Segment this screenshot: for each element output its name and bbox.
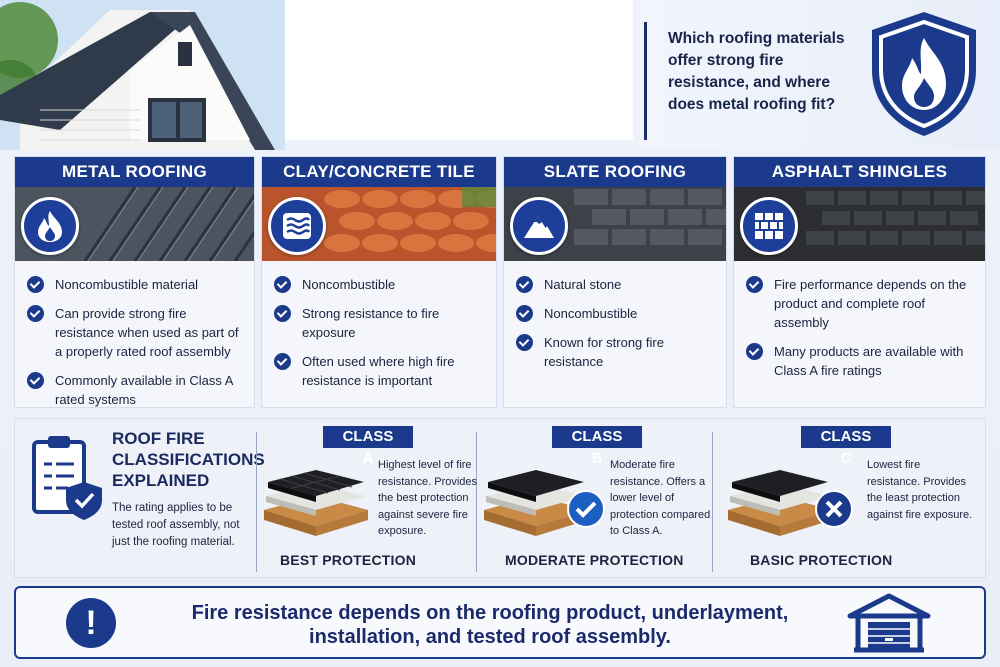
- blank-panel: [285, 0, 633, 140]
- check-icon: [27, 305, 44, 322]
- feature-list: Noncombustible material Can provide stro…: [15, 261, 254, 409]
- list-item: Noncombustible material: [27, 275, 244, 294]
- class-a-description: Highest level of fire resistance. Provid…: [378, 459, 478, 537]
- feature-list: Natural stone Noncombustible Known for s…: [504, 261, 726, 371]
- check-icon: [27, 372, 44, 389]
- check-icon: [27, 276, 44, 293]
- slate-roof-photo: [504, 187, 726, 261]
- class-c-label: CLASS C: [801, 426, 891, 467]
- card-asphalt-shingles: ASPHALT SHINGLES: [733, 156, 986, 408]
- class-a-level: BEST PROTECTION: [280, 552, 417, 568]
- footer-note-text: Fire resistance depends on the roofing p…: [191, 602, 789, 648]
- check-icon: [274, 353, 291, 370]
- card-slate-roofing: SLATE ROOFING Natural stone Noncombustib…: [503, 156, 727, 408]
- divider: [256, 432, 257, 572]
- roof-layers-illustration: [728, 470, 832, 536]
- list-item: Natural stone: [516, 275, 716, 294]
- card-title: ASPHALT SHINGLES: [734, 157, 985, 187]
- list-item: Known for strong fire resistance: [516, 333, 716, 371]
- check-icon: [746, 343, 763, 360]
- tile-roof-photo: [262, 187, 496, 261]
- class-b-label: CLASS B: [552, 426, 642, 467]
- list-item: Strong resistance to fire exposure: [274, 304, 486, 342]
- metal-roof-photo: [15, 187, 254, 261]
- flame-icon: [21, 197, 79, 255]
- divider: [712, 432, 713, 572]
- check-icon: [516, 305, 533, 322]
- check-icon: [274, 305, 291, 322]
- list-item: Often used where high fire resistance is…: [274, 352, 486, 390]
- card-title: SLATE ROOFING: [504, 157, 726, 187]
- footer-note-box: [14, 586, 986, 659]
- card-metal-roofing: METAL ROOFING Noncombustible material: [14, 156, 255, 408]
- exclamation-icon: !: [66, 598, 116, 648]
- brick-icon: [740, 197, 798, 255]
- shield-flame-icon: [872, 12, 976, 136]
- class-a-label: CLASS A: [323, 426, 413, 467]
- waves-icon: [268, 197, 326, 255]
- list-item: Commonly available in Class A rated syst…: [27, 371, 244, 409]
- check-icon: [274, 276, 291, 293]
- feature-list: Fire performance depends on the product …: [734, 261, 985, 380]
- garage-icon: [847, 593, 931, 653]
- class-b-description: Moderate fire resistance. Offers a lower…: [610, 459, 711, 537]
- check-icon: [516, 276, 533, 293]
- classification-title: ROOF FIRE CLASSIFICATIONS EXPLAINED: [112, 429, 265, 490]
- list-item: Noncombustible: [274, 275, 486, 294]
- asphalt-roof-photo: [734, 187, 985, 261]
- list-item: Many products are available with Class A…: [746, 342, 975, 380]
- house-illustration: [0, 0, 285, 150]
- checkmark-badge-icon: [567, 490, 605, 528]
- list-item: Noncombustible: [516, 304, 716, 323]
- question-heading: Which roofing materials offer strong fir…: [668, 30, 845, 113]
- accent-bar: [644, 22, 647, 140]
- card-clay-concrete-tile: CLAY/CONCRETE TILE: [261, 156, 497, 408]
- clipboard-shield-icon: [32, 436, 102, 520]
- class-c-level: BASIC PROTECTION: [750, 552, 893, 568]
- card-title: METAL ROOFING: [15, 157, 254, 187]
- list-item: Fire performance depends on the product …: [746, 275, 975, 332]
- house-photo: [0, 0, 285, 150]
- class-c-description: Lowest fire resistance. Provides the lea…: [867, 459, 973, 521]
- roof-layers-illustration: [264, 470, 368, 536]
- x-badge-icon: [815, 490, 853, 528]
- check-icon: [516, 334, 533, 351]
- check-icon: [746, 276, 763, 293]
- mountain-icon: [510, 197, 568, 255]
- class-b-level: MODERATE PROTECTION: [505, 552, 684, 568]
- roof-layers-illustration: [484, 470, 588, 536]
- divider: [476, 432, 477, 572]
- list-item: Can provide strong fire resistance when …: [27, 304, 244, 361]
- card-title: CLAY/CONCRETE TILE: [262, 157, 496, 187]
- feature-list: Noncombustible Strong resistance to fire…: [262, 261, 496, 390]
- classification-note: The rating applies to be tested roof ass…: [112, 502, 240, 548]
